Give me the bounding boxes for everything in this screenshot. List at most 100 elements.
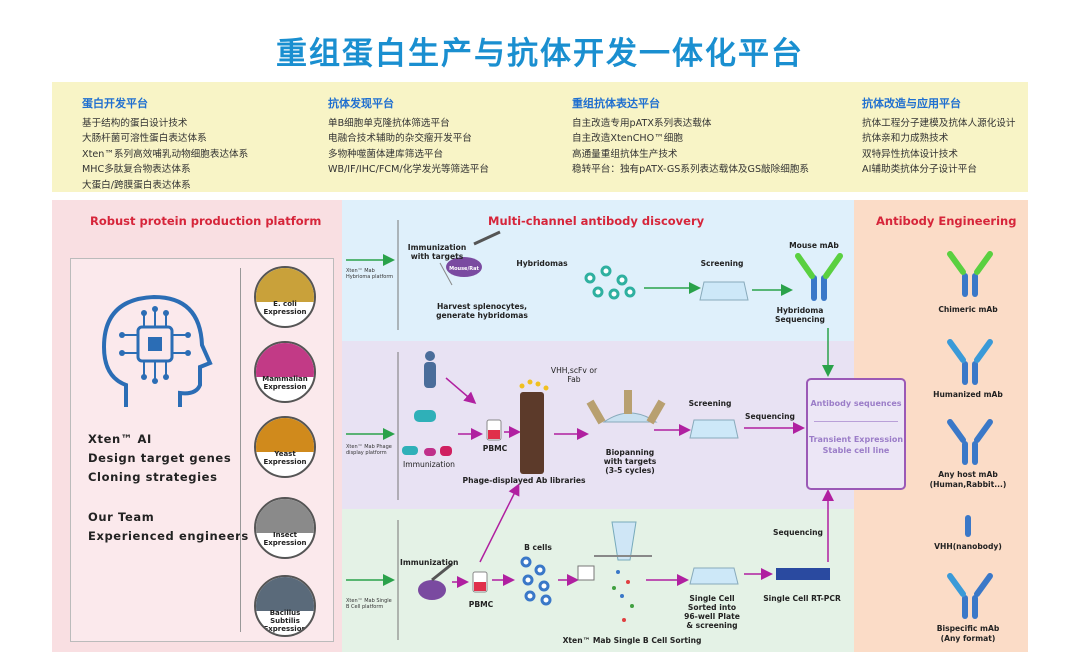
immunization-label: Immunization with targets [407,243,467,261]
right-panel-heading: Antibody Engineering [876,214,1017,228]
sequencing-label: Sequencing [745,412,795,421]
column-item: Xten™系列高效哺乳动物细胞表达体系 [82,148,249,160]
immunization-label: Immunization [403,460,455,469]
mouse-icon [446,257,482,277]
single-cell-sorted-label: Single Cell Sorted into 96-well Plate & … [684,594,740,630]
bispecific-mab-icon [947,573,993,619]
middle-heading: Multi-channel antibody discovery [488,214,705,228]
column-heading: 蛋白开发平台 [82,97,148,110]
b-cells-icon [520,556,552,606]
syringe-icon [473,230,501,246]
pbmc-blood-icon [488,430,500,439]
divider [240,268,241,632]
platform-summary-band: 蛋白开发平台 基于结构的蛋白设计技术 大肠杆菌可溶性蛋白表达体系 Xten™系列… [52,82,1028,192]
animals-icon [402,410,452,456]
team-text-block: Our Team Experienced engineers [88,508,249,546]
divider [814,421,898,422]
pcr-strip-icon [776,568,830,580]
sorter-nozzle-icon [611,521,637,561]
column-item: 大肠杆菌可溶性蛋白表达体系 [82,133,207,144]
human-icon [424,351,436,388]
phage-particle [624,390,632,414]
antibody-sequences-label: Antibody sequences [810,399,902,408]
phage-platform-label: Xten™ Mab Phage display platform [346,444,392,456]
single-b-sorting-label: Xten™ Mab Single B Cell Sorting [562,636,702,645]
any-host-species-label: (Human,Rabbit...) [929,480,1007,489]
column-item: 抗体亲和力成熟技术 [862,133,949,144]
humanized-mab-label: Humanized mAb [933,390,1003,399]
vhh-nanobody-label: VHH(nanobody) [934,542,1002,551]
pbmc-label: PBMC [468,600,494,609]
column-item: AI辅助类抗体分子设计平台 [862,164,977,175]
column-item: 自主改造XtenCHO™细胞 [572,133,683,144]
mouse-icon [418,580,446,600]
stable-cell-line-label: Stable cell line [822,446,890,455]
immunization-label: Immunization [400,558,459,567]
page-title: 重组蛋白生产与抗体开发一体化平台 [276,36,804,72]
ecoli-image [256,268,314,302]
column-item: 高通量重组抗体生产技术 [572,148,678,160]
phage-tips-icon [519,379,549,391]
bispecific-format-label: (Any format) [940,634,996,643]
arrow [439,262,453,286]
vhh-label: VHH,scFv or Fab [550,366,598,384]
protein-dev-column: 蛋白开发平台 基于结构的蛋白设计技术 大肠杆菌可溶性蛋白表达体系 Xten™系列… [82,96,248,193]
column-item: 多物种噬菌体建库筛选平台 [328,148,444,160]
mammalian-image [256,343,314,377]
ai-line: Cloning strategies [88,470,218,484]
syringe-icon [431,562,453,582]
phage-libraries-label: Phage-displayed Ab libraries [462,476,586,485]
hybridomas-label: Hybridomas [516,259,568,268]
mouse-mab-label: Mouse mAb [789,241,839,250]
team-line: Experienced engineers [88,529,249,543]
any-host-mab-label: Any host mAb [938,470,998,479]
ai-head-icon [101,294,213,407]
screening-label: Screening [688,399,732,408]
pbmc-blood-icon [474,582,486,591]
column-item: MHC多肽复合物表达体系 [82,164,191,175]
sorted-droplets-icon [612,570,634,622]
column-item: 抗体工程分子建模及抗体人源化设计 [862,117,1016,129]
left-panel-heading: Robust protein production platform [90,214,322,228]
single-b-platform-label: Xten™ Mab Single B Cell platform [346,598,392,610]
ab-engineering-column: 抗体改造与应用平台 抗体工程分子建模及抗体人源化设计 抗体亲和力成熟技术 双特异… [862,96,1016,178]
chimeric-mab-icon [947,251,993,297]
column-item: WB/IF/IHC/FCM/化学发光等筛选平台 [328,164,489,175]
column-heading: 抗体发现平台 [328,97,394,110]
hybridoma-panel [342,200,854,341]
any-host-mab-icon [947,419,993,465]
column-item: 稳转平台：独有pATX-GS系列表达载体及GS敲除细胞系 [572,164,810,175]
phage-particle [646,399,666,425]
plate-icon [689,567,739,585]
team-line: Our Team [88,510,155,524]
column-item: 自主改造专用pATX系列表达载体 [572,117,712,129]
hybridoma-sequencing-label: Hybridoma Sequencing [775,306,825,324]
arrow [479,483,520,563]
arrow [445,377,477,404]
ab-expression-column: 重组抗体表达平台 自主改造专用pATX系列表达载体 自主改造XtenCHO™细胞… [572,96,809,178]
mouse-rat-label: Mouse/Rat [449,266,479,272]
pbmc-label: PBMC [482,444,508,453]
mouse-mab-icon [795,253,843,301]
bispecific-mab-label: Bispecific mAb [936,624,1000,633]
screening-label: Screening [700,259,744,268]
bacillus-image [256,577,314,611]
column-item: 单B细胞单克隆抗体筛选平台 [328,117,450,129]
hybridoma-cells-icon [584,265,636,300]
ab-discovery-column: 抗体发现平台 单B细胞单克隆抗体筛选平台 电融合技术辅助的杂交瘤开发平台 多物种… [328,96,489,178]
transient-expression-label: Transient Expression [808,435,904,444]
ai-line: Xten™ AI [88,432,152,446]
phage-particle [586,399,606,425]
column-heading: 抗体改造与应用平台 [862,97,961,110]
plate-icon [689,419,739,439]
column-heading: 重组抗体表达平台 [572,97,660,110]
single-b-panel [342,509,854,652]
